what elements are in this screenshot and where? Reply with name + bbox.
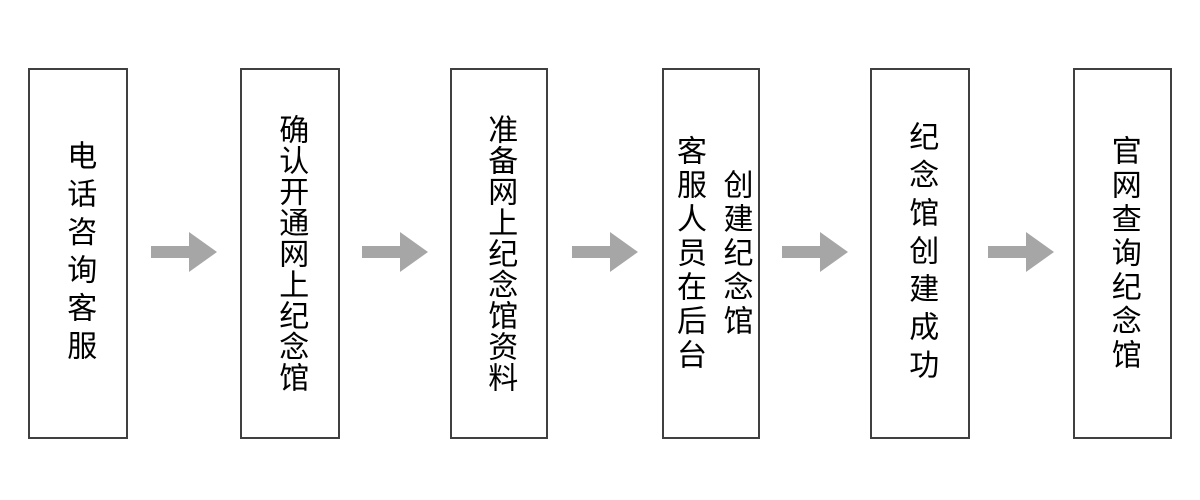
flow-step-6-label: 官网查询纪念馆 — [1106, 134, 1140, 373]
flow-step-1: 电话咨询客服 — [28, 68, 128, 439]
flow-step-3-label: 准备网上纪念馆资料 — [483, 114, 517, 393]
arrow-right-icon — [572, 232, 638, 272]
arrow-right-icon — [362, 232, 428, 272]
arrow-right-icon — [988, 232, 1054, 272]
arrow-right-icon — [151, 232, 217, 272]
flow-step-4: 客服人员在后台 创建纪念馆 — [662, 68, 760, 439]
flow-step-6: 官网查询纪念馆 — [1073, 68, 1172, 439]
flow-step-4-label: 客服人员在后台 创建纪念馆 — [672, 134, 752, 373]
arrow-right-icon — [782, 232, 848, 272]
flow-step-5-label: 纪念馆创建成功 — [904, 120, 938, 387]
flow-step-2: 确认开通网上纪念馆 — [240, 68, 340, 439]
flow-step-5: 纪念馆创建成功 — [870, 68, 970, 439]
flow-step-3: 准备网上纪念馆资料 — [450, 68, 548, 439]
flow-step-2-label: 确认开通网上纪念馆 — [274, 114, 308, 393]
flow-step-1-label: 电话咨询客服 — [62, 139, 96, 368]
